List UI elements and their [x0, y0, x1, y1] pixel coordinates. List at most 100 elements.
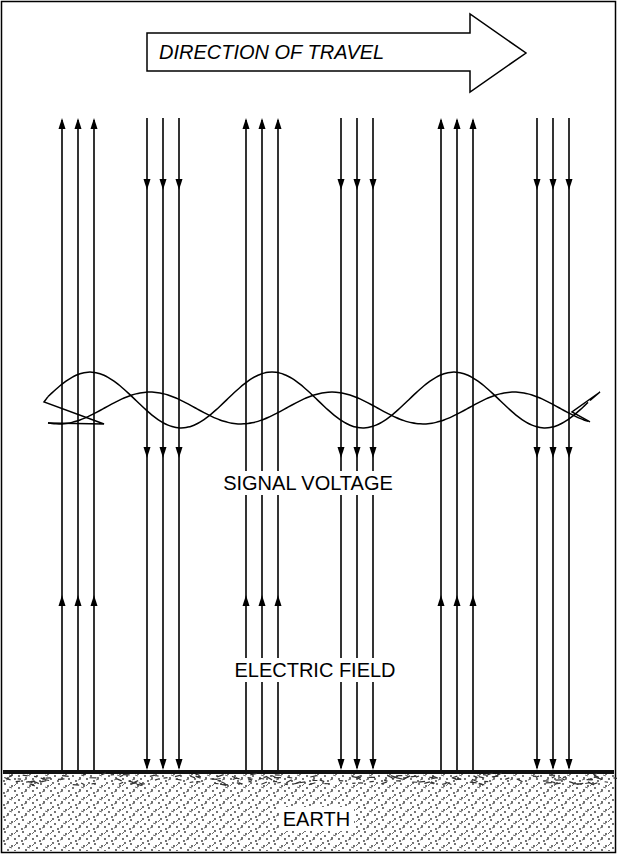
earth-texture [555, 779, 561, 780]
earth-texture [455, 779, 459, 781]
earth-texture [352, 783, 355, 784]
field-arrowhead [176, 179, 183, 190]
earth-texture [558, 777, 561, 779]
earth-texture [217, 774, 224, 777]
field-arrowhead [454, 118, 461, 129]
earth-texture [284, 783, 288, 785]
wave-twist [572, 392, 600, 422]
earth-texture [163, 777, 167, 779]
earth-texture [479, 783, 485, 786]
field-line [93, 120, 95, 770]
earth-texture [563, 776, 566, 778]
field-arrowhead [144, 759, 151, 770]
earth-texture [175, 778, 181, 780]
earth-texture [516, 778, 522, 782]
field-arrowhead [454, 595, 461, 606]
earth-texture [310, 775, 317, 778]
field-arrowhead [259, 595, 266, 606]
earth-texture [411, 776, 417, 778]
earth-texture [89, 777, 96, 778]
earth-texture [442, 783, 447, 785]
earth-texture [273, 781, 277, 782]
wave-curve [48, 392, 588, 424]
earth-texture [403, 776, 409, 780]
earth-texture [596, 777, 602, 780]
earth-texture [119, 782, 124, 785]
earth-texture [102, 772, 107, 775]
earth-texture [339, 780, 343, 782]
earth-texture [18, 778, 21, 780]
earth-texture [214, 783, 218, 785]
earth-texture [190, 775, 195, 778]
earth-texture [357, 777, 361, 779]
earth-texture [587, 779, 593, 780]
earth-texture [479, 776, 485, 779]
earth-texture [594, 775, 599, 779]
earth-texture [324, 783, 329, 784]
earth-texture [232, 776, 236, 779]
earth-texture [286, 779, 292, 783]
earth-texture [141, 783, 145, 785]
earth-texture [116, 778, 122, 781]
earth-texture [588, 778, 593, 780]
field-arrowhead [566, 179, 573, 190]
field-arrowhead [534, 179, 541, 190]
earth-texture [259, 778, 264, 780]
earth-texture [275, 774, 280, 775]
earth-texture [58, 778, 65, 780]
earth-texture [479, 783, 483, 785]
earth-texture [552, 776, 555, 778]
earth-texture [221, 781, 226, 784]
earth-texture [111, 774, 114, 775]
field-line [440, 120, 442, 770]
earth-texture [82, 774, 86, 776]
earth-texture [277, 782, 281, 784]
earth-texture [381, 781, 387, 784]
earth-texture [195, 773, 199, 775]
earth-surface [3, 770, 614, 774]
earth-texture [248, 778, 252, 780]
earth-texture [274, 777, 281, 778]
field-arrowhead [566, 759, 573, 770]
earth-texture [9, 775, 13, 778]
earth-texture [62, 775, 69, 777]
field-arrowhead [243, 595, 250, 606]
field-arrowhead [160, 759, 167, 770]
earth-texture [396, 777, 403, 780]
earth-texture [236, 778, 240, 780]
field-line [472, 120, 474, 770]
earth-texture [73, 784, 80, 786]
field-arrowhead [243, 118, 250, 129]
field-arrowhead [550, 759, 557, 770]
earth-band: EARTH [3, 770, 614, 851]
field-arrowhead [534, 759, 541, 770]
earth-texture [313, 780, 318, 781]
earth-texture [473, 775, 478, 778]
earth-texture [412, 781, 417, 782]
earth-texture [545, 780, 549, 782]
field-line [456, 120, 458, 770]
field-line [162, 118, 164, 768]
earth-texture [250, 773, 257, 776]
field-arrowhead [275, 595, 282, 606]
signal-wave [44, 372, 600, 428]
earth-texture [418, 781, 425, 783]
field-arrowhead [59, 595, 66, 606]
earth-texture [287, 777, 292, 779]
field-lines [59, 118, 573, 770]
field-arrowhead [75, 595, 82, 606]
field-arrowhead [438, 118, 445, 129]
earth-texture [398, 775, 403, 776]
earth-texture [30, 784, 35, 787]
field-arrowhead [470, 118, 477, 129]
field-arrowhead [438, 595, 445, 606]
field-arrowhead [550, 447, 557, 458]
field-arrowhead [534, 447, 541, 458]
earth-texture [261, 781, 267, 784]
earth-texture [431, 781, 435, 784]
wave-curve [48, 372, 588, 428]
field-line [178, 118, 180, 768]
field-arrowhead [370, 759, 377, 770]
